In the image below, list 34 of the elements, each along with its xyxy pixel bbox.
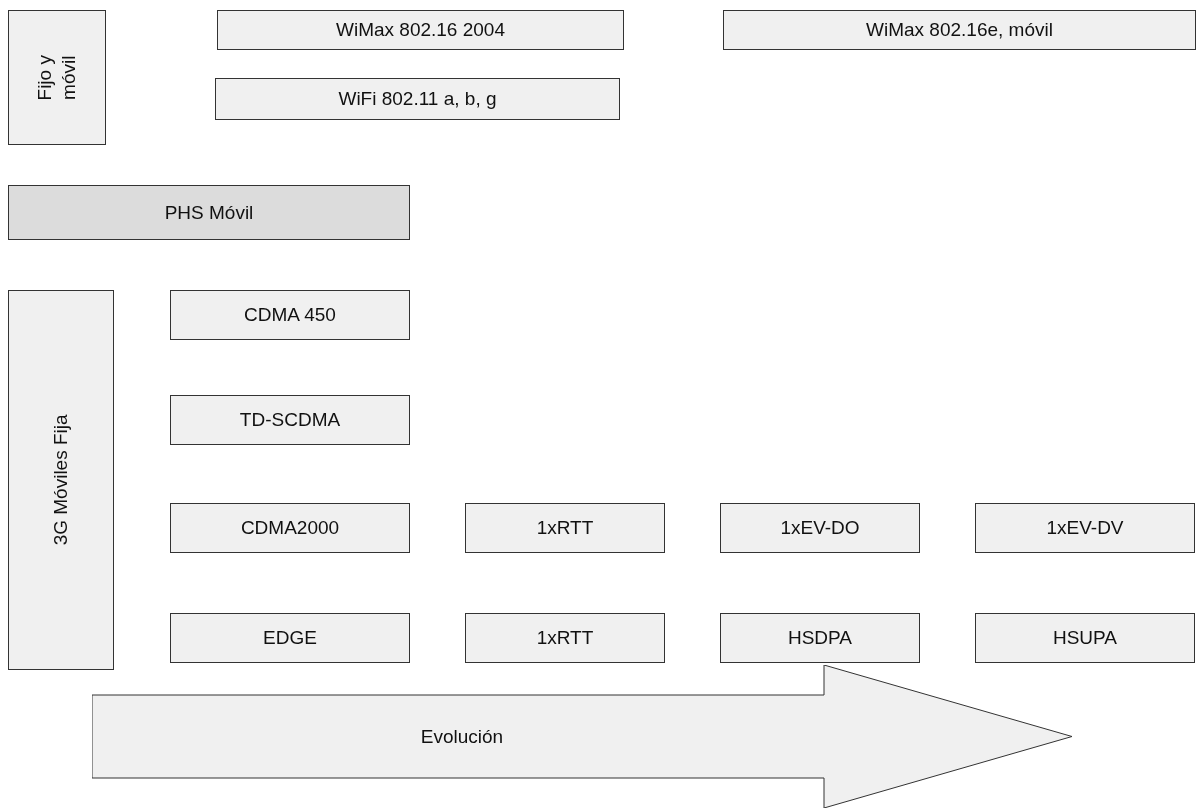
node-label: Fijo y móvil [33,53,80,103]
technology-box [720,503,920,553]
node-label: 1xRTT [536,517,594,539]
technology-box [170,613,410,663]
node-label: HSUPA [1052,627,1118,649]
node-label: 1xRTT [536,627,594,649]
node-label: 1xEV-DV [1046,517,1124,539]
node-label: Evolución [420,725,504,748]
evolution-arrow [92,665,1072,808]
technology-box [170,503,410,553]
technology-box [215,78,620,120]
technology-box [975,613,1195,663]
node-label: 3G Móviles Fija [49,413,73,548]
technology-box [723,10,1196,50]
category-box [8,290,114,670]
technology-box [170,290,410,340]
node-label: WiMax 802.16 2004 [336,19,505,41]
technology-box [217,10,624,50]
node-label: PHS Móvil [164,201,254,224]
node-label: EDGE [263,627,317,649]
node-label: 1xEV-DO [780,517,860,539]
technology-box [170,395,410,445]
node-label: TD-SCDMA [239,409,341,431]
technology-box [720,613,920,663]
node-label: WiMax 802.16e, móvil [866,19,1053,41]
technology-box [465,613,665,663]
technology-box [8,185,410,240]
category-box [8,10,106,145]
technology-box [975,503,1195,553]
node-label: WiFi 802.11 a, b, g [338,88,497,110]
node-label: CDMA 450 [244,304,336,326]
technology-box [465,503,665,553]
node-label: HSDPA [787,627,853,649]
node-label: CDMA2000 [240,517,340,539]
